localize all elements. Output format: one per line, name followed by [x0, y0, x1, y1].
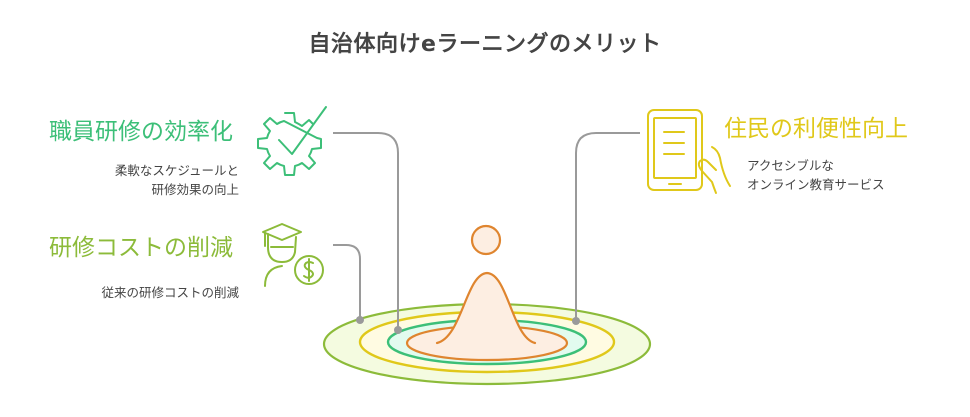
heading-efficiency: 職員研修の効率化 [49, 119, 233, 145]
desc-cost: 従来の研修コストの削減 [101, 283, 239, 302]
desc-efficiency-line-2: 研修効果の向上 [151, 182, 239, 197]
desc-convenience-line-2: オンライン教育サービス [747, 177, 885, 192]
connector-cost [333, 244, 361, 320]
connector-convenience [575, 132, 640, 321]
connector-dot-convenience [572, 317, 580, 325]
person-head [470, 224, 502, 256]
ripple-person-icon [322, 224, 652, 386]
desc-convenience: アクセシブルな オンライン教育サービス [747, 156, 885, 194]
person-body [435, 271, 537, 345]
desc-cost-line-1: 従来の研修コストの削減 [101, 285, 239, 300]
heading-cost: 研修コストの削減 [49, 235, 233, 261]
connector-efficiency [333, 132, 399, 330]
desc-convenience-line-1: アクセシブルな [747, 158, 834, 173]
graduate-money-icon [262, 223, 324, 287]
desc-efficiency: 柔軟なスケジュールと 研修効果の向上 [115, 161, 239, 199]
tablet-hand-icon [647, 109, 731, 194]
gear-check-icon [257, 106, 327, 176]
diagram-title: 自治体向けeラーニングのメリット [308, 32, 662, 57]
connector-dot-cost [356, 316, 364, 324]
desc-efficiency-line-1: 柔軟なスケジュールと [114, 163, 239, 178]
connector-dot-efficiency [394, 326, 402, 334]
connectors [333, 132, 640, 330]
heading-convenience: 住民の利便性向上 [724, 116, 908, 142]
